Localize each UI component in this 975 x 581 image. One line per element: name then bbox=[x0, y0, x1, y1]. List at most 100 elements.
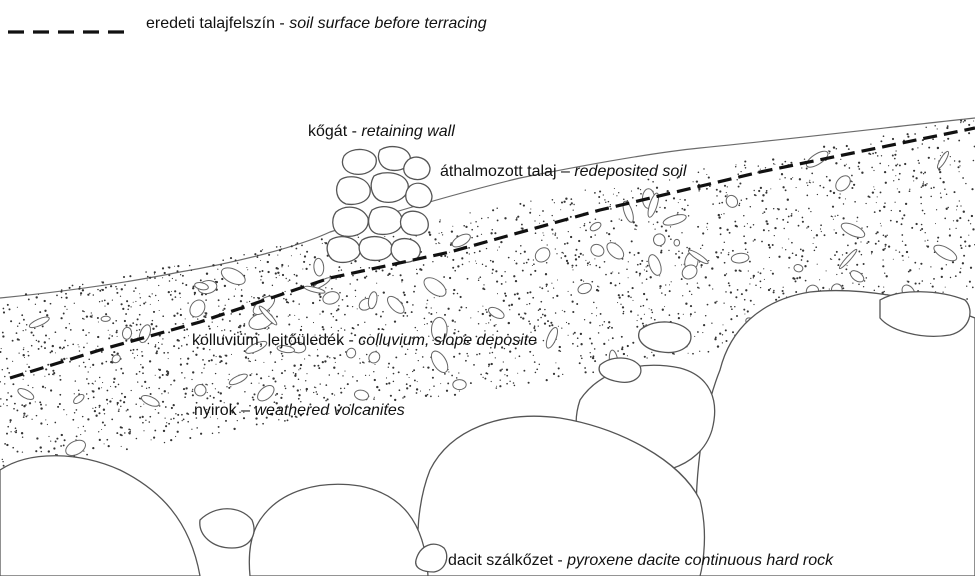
stipple-dot bbox=[598, 332, 600, 334]
stipple-dot bbox=[590, 356, 592, 358]
stipple-dot bbox=[768, 230, 769, 231]
stipple-dot bbox=[191, 429, 192, 430]
stipple-dot bbox=[940, 193, 941, 194]
stipple-dot bbox=[897, 164, 898, 165]
label-weathered-en: weathered volcanites bbox=[254, 402, 404, 419]
stipple-dot bbox=[744, 242, 746, 244]
stipple-dot bbox=[314, 386, 315, 387]
stipple-dot bbox=[591, 313, 592, 314]
stipple-dot bbox=[896, 221, 898, 223]
stipple-dot bbox=[31, 345, 33, 347]
stipple-dot bbox=[637, 264, 639, 266]
stipple-dot bbox=[809, 180, 810, 181]
stipple-dot bbox=[279, 249, 281, 251]
stipple-dot bbox=[883, 291, 885, 293]
label-retaining-wall-sep: - bbox=[347, 123, 361, 140]
stipple-dot bbox=[93, 383, 94, 384]
stipple-dot bbox=[762, 213, 763, 214]
stipple-dot bbox=[185, 387, 187, 389]
stipple-dot bbox=[718, 214, 720, 216]
stipple-dot bbox=[315, 387, 316, 388]
stipple-dot bbox=[281, 359, 282, 360]
stipple-dot bbox=[99, 407, 100, 408]
stipple-dot bbox=[108, 330, 109, 331]
stipple-dot bbox=[882, 259, 883, 260]
stipple-dot bbox=[908, 257, 909, 258]
stipple-dot bbox=[935, 223, 936, 224]
stipple-dot bbox=[258, 383, 259, 384]
stipple-dot bbox=[878, 286, 880, 288]
stipple-dot bbox=[45, 387, 46, 388]
stipple-dot bbox=[954, 160, 955, 161]
stipple-dot bbox=[340, 388, 342, 390]
stipple-dot bbox=[180, 358, 181, 359]
stipple-dot bbox=[159, 405, 160, 406]
stipple-dot bbox=[280, 246, 281, 247]
stipple-dot bbox=[681, 252, 683, 254]
stipple-dot bbox=[804, 158, 805, 159]
stipple-dot bbox=[593, 302, 595, 304]
stipple-dot bbox=[654, 228, 655, 229]
stipple-dot bbox=[971, 215, 973, 217]
stipple-dot bbox=[80, 292, 82, 294]
stipple-dot bbox=[944, 218, 946, 220]
stipple-dot bbox=[145, 420, 146, 421]
stipple-dot bbox=[523, 370, 525, 372]
stipple-dot bbox=[161, 344, 162, 345]
stipple-dot bbox=[516, 293, 518, 295]
stipple-dot bbox=[732, 331, 734, 333]
stipple-dot bbox=[17, 325, 18, 326]
stipple-dot bbox=[892, 169, 893, 170]
stipple-dot bbox=[246, 302, 247, 303]
stipple-dot bbox=[139, 329, 141, 331]
label-redeposited-soil-en: redeposited soil bbox=[574, 163, 686, 180]
stipple-dot bbox=[118, 384, 120, 386]
stipple-dot bbox=[6, 444, 8, 446]
stipple-dot bbox=[829, 179, 831, 181]
stipple-dot bbox=[529, 351, 531, 353]
stipple-dot bbox=[732, 250, 734, 252]
stipple-dot bbox=[501, 275, 503, 277]
stipple-dot bbox=[584, 223, 585, 224]
stipple-dot bbox=[487, 217, 488, 218]
stipple-dot bbox=[55, 352, 56, 353]
stipple-dot bbox=[766, 223, 768, 225]
stipple-dot bbox=[914, 262, 916, 264]
stipple-dot bbox=[549, 325, 551, 327]
stipple-dot bbox=[441, 232, 442, 233]
stipple-dot bbox=[719, 333, 721, 335]
stipple-dot bbox=[173, 345, 175, 347]
stipple-dot bbox=[682, 295, 683, 296]
stipple-dot bbox=[535, 232, 537, 234]
stipple-dot bbox=[656, 187, 658, 189]
stipple-dot bbox=[316, 393, 318, 395]
stipple-dot bbox=[393, 373, 395, 375]
stipple-dot bbox=[669, 284, 670, 285]
stipple-dot bbox=[874, 211, 876, 213]
stipple-dot bbox=[647, 265, 649, 267]
stipple-dot bbox=[610, 282, 612, 284]
stipple-dot bbox=[703, 324, 705, 326]
stipple-dot bbox=[334, 357, 336, 359]
stipple-dot bbox=[956, 205, 958, 207]
stipple-dot bbox=[23, 319, 25, 321]
stipple-dot bbox=[960, 122, 961, 123]
stipple-dot bbox=[54, 422, 56, 424]
stipple-dot bbox=[61, 297, 63, 299]
stipple-dot bbox=[566, 322, 567, 323]
stipple-dot bbox=[547, 244, 548, 245]
stipple-dot bbox=[206, 397, 208, 399]
stipple-dot bbox=[347, 383, 349, 385]
stipple-dot bbox=[25, 415, 27, 417]
stipple-dot bbox=[657, 221, 659, 223]
stipple-dot bbox=[551, 324, 553, 326]
stipple-dot bbox=[105, 287, 107, 289]
label-weathered-volcanites: nyirok – weathered volcanites bbox=[194, 401, 405, 421]
stipple-dot bbox=[552, 199, 554, 201]
stipple-dot bbox=[947, 125, 949, 127]
stipple-dot bbox=[927, 240, 928, 241]
stipple-dot bbox=[467, 278, 469, 280]
stipple-dot bbox=[342, 299, 344, 301]
stipple-dot bbox=[515, 280, 517, 282]
stipple-dot bbox=[461, 257, 463, 259]
